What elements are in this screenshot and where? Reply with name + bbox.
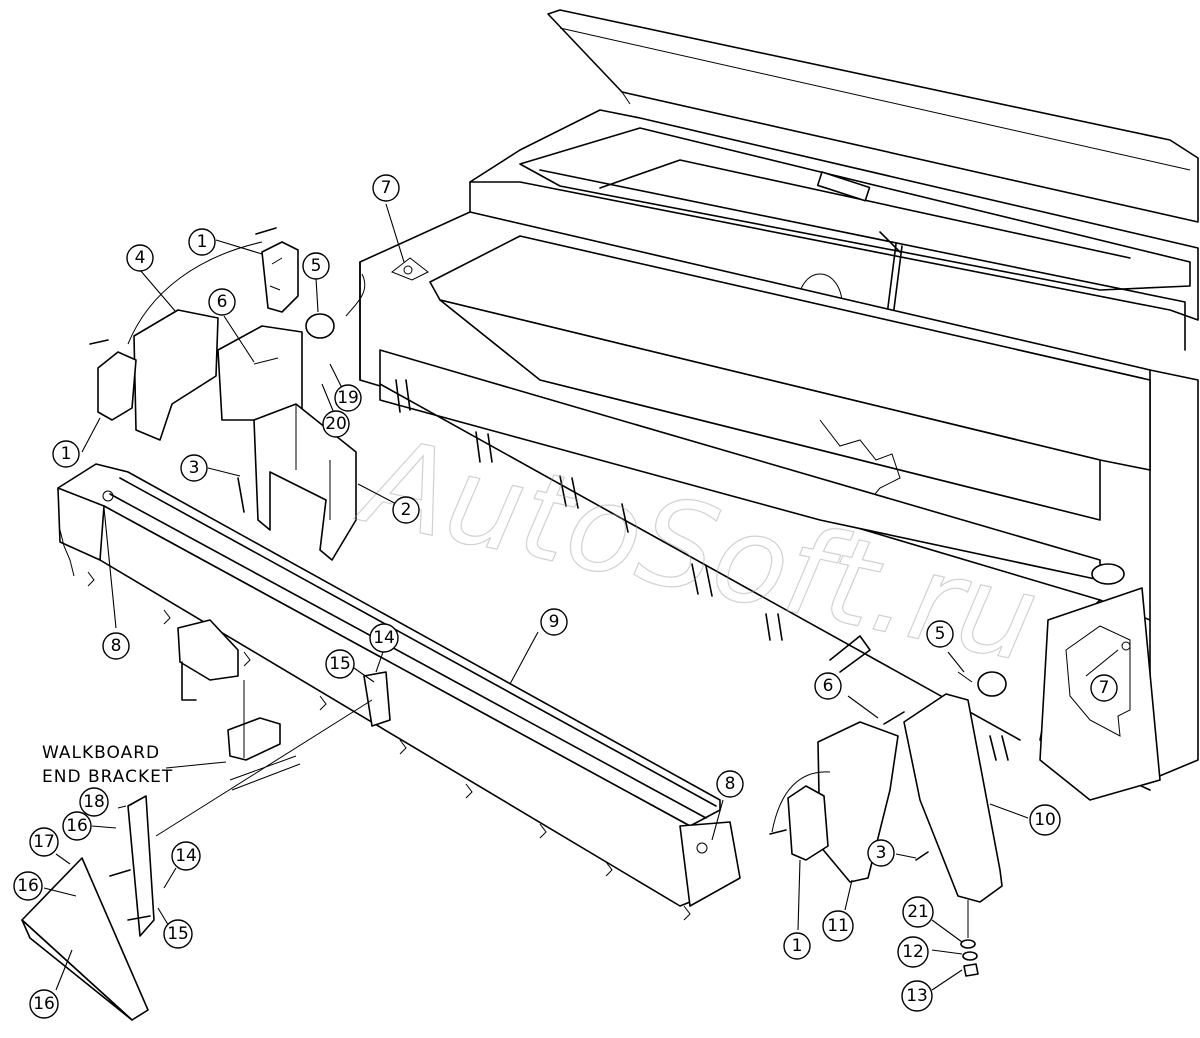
callout-15b: 15 bbox=[163, 919, 193, 949]
callout-3b: 3 bbox=[867, 839, 895, 867]
svg-text:15: 15 bbox=[329, 654, 351, 674]
svg-text:11: 11 bbox=[827, 916, 849, 936]
svg-text:20: 20 bbox=[325, 414, 347, 434]
svg-text:3: 3 bbox=[876, 843, 887, 863]
callout-14a: 14 bbox=[369, 623, 399, 653]
callout-8b: 8 bbox=[716, 770, 744, 798]
callout-15a: 15 bbox=[325, 649, 355, 679]
callout-16c: 16 bbox=[29, 989, 59, 1019]
walkboard-label-line2: END BRACKET bbox=[42, 767, 173, 787]
svg-text:1: 1 bbox=[61, 444, 72, 464]
svg-text:14: 14 bbox=[175, 846, 197, 866]
callout-20: 20 bbox=[322, 410, 350, 438]
svg-text:9: 9 bbox=[549, 612, 560, 632]
hopper-assembly bbox=[359, 9, 1199, 801]
emblem-assembly bbox=[21, 795, 155, 1021]
callout-16b: 16 bbox=[13, 871, 43, 901]
callout-4: 4 bbox=[126, 244, 154, 272]
svg-text:18: 18 bbox=[83, 792, 105, 812]
callout-3a: 3 bbox=[180, 454, 208, 482]
svg-text:16: 16 bbox=[66, 816, 88, 836]
callout-5a: 5 bbox=[302, 252, 330, 280]
svg-text:2: 2 bbox=[401, 500, 412, 520]
callout-11: 11 bbox=[822, 910, 854, 942]
svg-text:1: 1 bbox=[792, 936, 803, 956]
svg-text:13: 13 bbox=[906, 986, 928, 1006]
svg-text:5: 5 bbox=[935, 624, 946, 644]
svg-text:12: 12 bbox=[902, 942, 924, 962]
callout-6b: 6 bbox=[814, 672, 842, 700]
callout-6a: 6 bbox=[208, 288, 236, 316]
callout-16a: 16 bbox=[62, 811, 92, 841]
svg-text:16: 16 bbox=[33, 994, 55, 1014]
callout-1a: 1 bbox=[188, 228, 216, 256]
callout-19: 19 bbox=[334, 384, 362, 412]
callout-2: 2 bbox=[392, 496, 420, 524]
callout-13: 13 bbox=[901, 980, 933, 1012]
svg-text:6: 6 bbox=[217, 292, 228, 312]
svg-text:4: 4 bbox=[135, 248, 146, 268]
svg-text:8: 8 bbox=[111, 636, 122, 656]
callout-1c: 1 bbox=[783, 932, 811, 960]
callout-8a: 8 bbox=[102, 632, 130, 660]
callout-1b: 1 bbox=[52, 440, 80, 468]
svg-text:19: 19 bbox=[337, 388, 359, 408]
svg-text:14: 14 bbox=[373, 628, 395, 648]
svg-text:7: 7 bbox=[381, 178, 392, 198]
walkboard-label-line1: WALKBOARD bbox=[42, 743, 160, 763]
svg-text:10: 10 bbox=[1034, 810, 1056, 830]
svg-text:6: 6 bbox=[823, 676, 834, 696]
svg-text:15: 15 bbox=[167, 924, 189, 944]
callout-7a: 7 bbox=[372, 174, 400, 202]
right-bracket-assembly bbox=[769, 671, 1007, 977]
callout-9: 9 bbox=[540, 608, 568, 636]
svg-text:8: 8 bbox=[725, 774, 736, 794]
callout-12: 12 bbox=[897, 936, 929, 968]
callout-18: 18 bbox=[79, 787, 109, 817]
svg-text:17: 17 bbox=[33, 832, 55, 852]
svg-text:16: 16 bbox=[17, 876, 39, 896]
svg-text:5: 5 bbox=[311, 256, 322, 276]
left-bracket-assembly bbox=[59, 227, 391, 837]
svg-text:1: 1 bbox=[197, 232, 208, 252]
svg-text:7: 7 bbox=[1099, 678, 1110, 698]
callout-7b: 7 bbox=[1090, 674, 1118, 702]
svg-text:21: 21 bbox=[907, 902, 929, 922]
svg-text:3: 3 bbox=[189, 458, 200, 478]
callout-5b: 5 bbox=[926, 620, 954, 648]
seed-feeders bbox=[379, 379, 1021, 761]
callout-21: 21 bbox=[902, 896, 934, 928]
callout-17: 17 bbox=[29, 827, 59, 857]
callout-14b: 14 bbox=[171, 841, 201, 871]
callout-10: 10 bbox=[1029, 804, 1061, 836]
